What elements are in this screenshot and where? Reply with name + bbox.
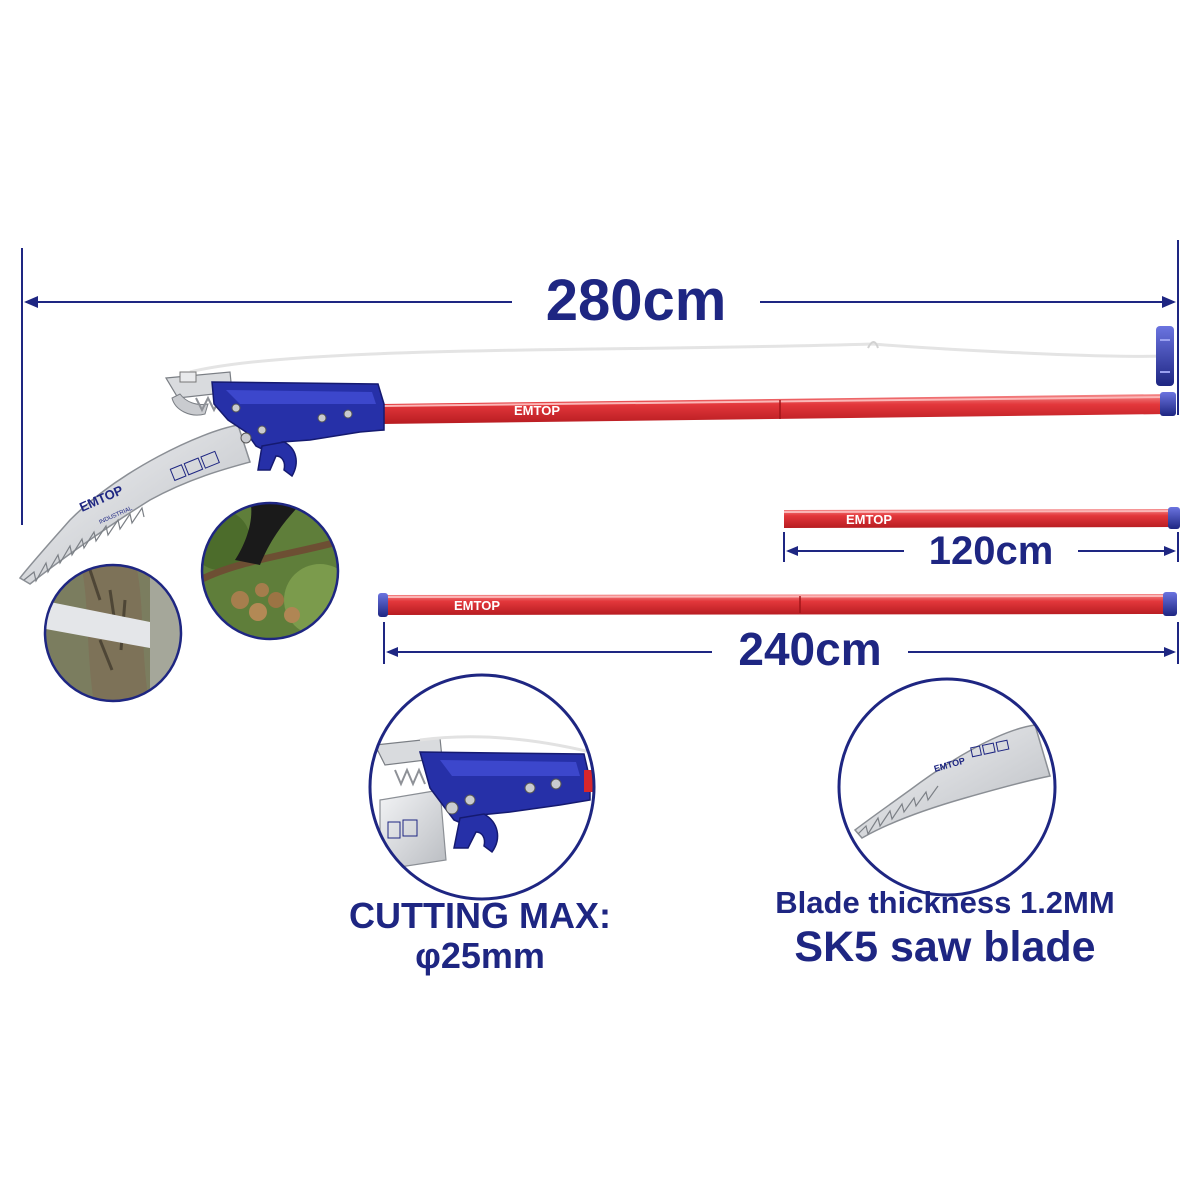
cutting-max-value: φ25mm	[415, 934, 545, 976]
long-pole-length-label: 240cm	[712, 626, 908, 672]
total-length-label: 280cm	[512, 272, 760, 330]
saw-blade-detail: EMTOP	[837, 677, 1057, 897]
cutter-head-detail	[368, 673, 596, 901]
blade-material-text: SK5 saw blade	[794, 923, 1096, 972]
pole-240-logo: EMTOP	[454, 598, 500, 613]
short-pole-length-label: 120cm	[904, 531, 1078, 571]
pole-logo: EMTOP	[514, 403, 560, 418]
rope-handle	[1156, 326, 1174, 386]
tree-cutting-inset	[43, 563, 183, 703]
blade-caption: Blade thickness 1.2MM SK5 saw blade	[720, 885, 1170, 972]
pole-120-logo: EMTOP	[846, 512, 892, 527]
cutting-max-title: CUTTING MAX:	[349, 895, 611, 936]
cutting-max-caption: CUTTING MAX: φ25mm	[300, 896, 660, 975]
blade-thickness-text: Blade thickness 1.2MM	[775, 885, 1115, 920]
main-pole: EMTOP	[377, 392, 1176, 424]
branch-cutting-inset	[200, 501, 340, 641]
